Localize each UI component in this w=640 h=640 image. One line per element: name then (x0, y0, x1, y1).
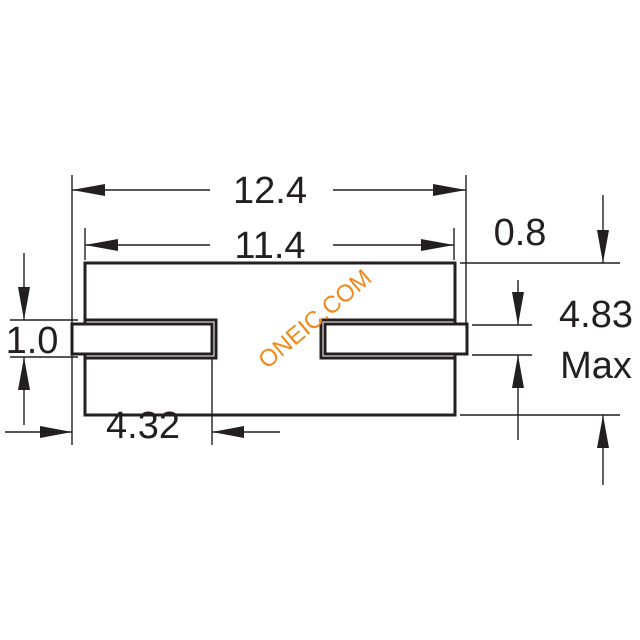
right-terminal (323, 322, 469, 356)
dimension-12-4: 12.4 (72, 170, 466, 212)
label-terminal-thickness: 1.0 (6, 320, 59, 362)
dimension-4-32: 4.32 (5, 405, 280, 447)
label-overall-length: 12.4 (233, 170, 307, 212)
label-height-max: Max (560, 345, 632, 387)
dimension-4-83: 4.83 Max (559, 195, 633, 485)
extension-lines (10, 175, 620, 445)
dimension-0-8: 0.8 (494, 212, 547, 440)
dimension-11-4: 11.4 (85, 225, 454, 267)
left-terminal (70, 322, 214, 356)
label-body-length: 11.4 (234, 225, 305, 267)
dimension-1-0: 1.0 (6, 253, 59, 425)
label-terminal-length: 4.32 (106, 405, 180, 447)
label-terminal-offset: 0.8 (494, 212, 547, 254)
label-height: 4.83 (559, 294, 633, 336)
